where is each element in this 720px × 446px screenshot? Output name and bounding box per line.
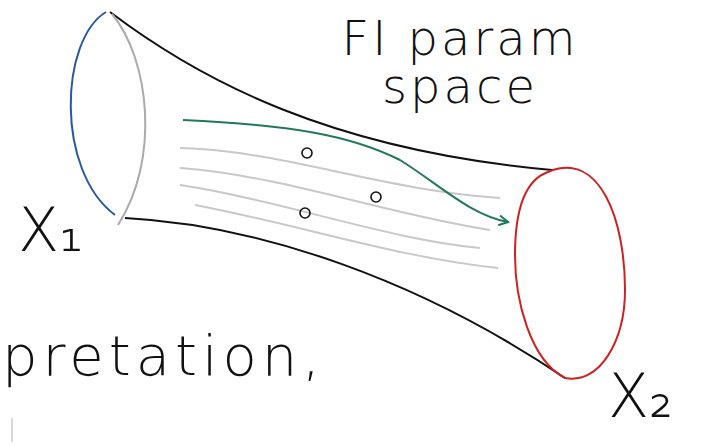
point-circle	[302, 148, 312, 158]
stray-mark	[11, 418, 13, 442]
boundary-label: X₁	[18, 200, 128, 260]
space-title: FI param space	[305, 14, 615, 110]
flow-line	[180, 185, 480, 248]
flow-line	[195, 205, 498, 268]
right-boundary	[515, 168, 625, 379]
flow-line	[180, 168, 490, 230]
point-circle	[371, 192, 381, 202]
path-arrow	[183, 120, 508, 222]
boundary-label: X₂	[608, 366, 716, 426]
left-back-arc	[112, 14, 145, 225]
note-text: pretation,	[2, 328, 422, 384]
left-boundary	[71, 12, 115, 215]
point-circle	[300, 208, 310, 218]
